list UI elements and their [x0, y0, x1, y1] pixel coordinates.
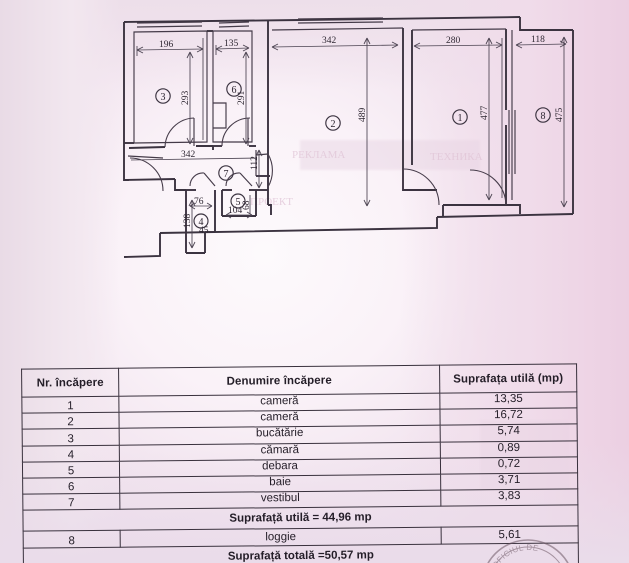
dimension-45: 45 — [199, 226, 209, 236]
svg-text:4: 4 — [199, 217, 204, 228]
door-leaf-vestibul — [255, 153, 269, 156]
plan-outer-walls — [123, 16, 574, 258]
svg-text:76: 76 — [194, 197, 204, 207]
door-swing-vestibul — [267, 153, 273, 188]
room-4-walls — [185, 172, 216, 254]
dimension-477: 477 — [480, 37, 493, 201]
svg-text:5: 5 — [236, 197, 241, 208]
svg-text:475: 475 — [555, 108, 565, 123]
svg-text:РЕКЛАМА: РЕКЛАМА — [292, 149, 345, 161]
svg-text:489: 489 — [358, 108, 368, 123]
dimension-76: 76 — [189, 197, 213, 210]
room-6-walls — [212, 21, 256, 147]
cell-area: 3,71 — [440, 472, 578, 491]
entrance-door-leaf — [127, 155, 164, 159]
area-table-container: Nr. încăpere Denumire încăpere Suprafața… — [21, 363, 579, 563]
room-8-walls — [508, 30, 516, 200]
dimension-135: 135 — [215, 39, 250, 55]
svg-text:112: 112 — [250, 156, 260, 170]
dimension-196: 196 — [136, 38, 204, 140]
room-marker-8: 8 — [535, 107, 551, 123]
dimension-342-vestibul: 342 — [130, 150, 257, 161]
svg-text:104: 104 — [228, 206, 243, 216]
room-marker-5: 5 — [230, 193, 246, 209]
cell-nr: 5 — [22, 460, 120, 479]
dimension-112: 112 — [250, 149, 263, 189]
header-area: Suprafața utilă (mp) — [439, 363, 577, 394]
room-marker-2: 2 — [325, 115, 341, 131]
svg-text:138: 138 — [183, 214, 193, 229]
svg-text:ПРОЕКТ: ПРОЕКТ — [250, 196, 293, 208]
cell-area: 0,72 — [440, 456, 578, 475]
cell-area: 5,61 — [441, 526, 579, 544]
cell-nr: 4 — [22, 444, 120, 462]
svg-text:342: 342 — [322, 36, 337, 46]
cell-nr: 1 — [21, 396, 119, 414]
cell-nr: 2 — [21, 412, 120, 430]
dimension-475: 475 — [555, 36, 568, 208]
room-marker-3: 3 — [155, 88, 171, 104]
cell-area: 5,74 — [440, 424, 578, 442]
cell-nr: 3 — [22, 428, 120, 446]
cell-nr: 8 — [23, 530, 121, 548]
svg-text:45: 45 — [199, 226, 209, 236]
header-nr: Nr. încăpere — [21, 368, 119, 398]
svg-text:196: 196 — [159, 40, 174, 50]
dimension-291: 291 — [237, 51, 250, 145]
room-1-walls — [411, 28, 521, 216]
header-name: Denumire încăpere — [118, 365, 440, 397]
cell-area: 3,83 — [440, 488, 578, 507]
svg-text:135: 135 — [224, 39, 239, 49]
dimension-138: 138 — [183, 199, 196, 249]
svg-text:1: 1 — [458, 113, 463, 124]
svg-text:2: 2 — [331, 119, 336, 130]
svg-text:291: 291 — [237, 91, 247, 106]
dimension-280: 280 — [413, 36, 503, 198]
area-table: Nr. încăpere Denumire încăpere Suprafața… — [21, 363, 579, 563]
floor-plan: РЕКЛАМА ТЕХНИКА ПРОЕКТ — [123, 16, 574, 258]
cell-area: 0,89 — [440, 440, 578, 458]
bleed-through-ghost-text: РЕКЛАМА ТЕХНИКА ПРОЕКТ — [250, 149, 483, 208]
room-2-walls — [267, 17, 437, 215]
door-swing-room-3 — [164, 117, 195, 148]
room-3-walls — [124, 21, 213, 149]
svg-text:6: 6 — [232, 85, 237, 96]
cell-area: 13,35 — [439, 391, 577, 410]
svg-text:7: 7 — [224, 169, 229, 180]
cell-nr: 6 — [22, 477, 120, 495]
room-marker-1: 1 — [452, 109, 468, 125]
svg-text:342: 342 — [181, 150, 196, 160]
door-swing-room-1 — [469, 169, 507, 206]
svg-text:3: 3 — [161, 92, 166, 103]
svg-text:118: 118 — [531, 35, 545, 45]
dimension-489: 489 — [358, 37, 371, 207]
room-marker-6: 6 — [226, 81, 242, 97]
dimension-293: 293 — [181, 51, 194, 145]
svg-text:477: 477 — [480, 106, 490, 121]
cell-area: 16,72 — [439, 408, 578, 426]
cell-nr: 7 — [22, 493, 120, 511]
floor-plan-svg: РЕКЛАМА ТЕХНИКА ПРОЕКТ — [123, 16, 574, 258]
dimension-104: 104 — [225, 206, 253, 219]
room-marker-7: 7 — [218, 165, 234, 181]
door-swing-room-2 — [402, 168, 440, 206]
dimension-342-room2: 342 — [271, 36, 399, 51]
dimension-68: 68 — [242, 195, 252, 214]
dimension-118: 118 — [515, 35, 567, 49]
svg-text:ТЕХНИКА: ТЕХНИКА — [430, 151, 483, 163]
svg-text:280: 280 — [446, 36, 461, 46]
room-7-walls — [123, 146, 270, 191]
svg-text:293: 293 — [181, 91, 191, 106]
entrance-door-swing — [129, 157, 164, 192]
svg-text:68: 68 — [242, 200, 252, 210]
room-marker-4: 4 — [193, 213, 209, 229]
svg-text:8: 8 — [541, 111, 546, 122]
